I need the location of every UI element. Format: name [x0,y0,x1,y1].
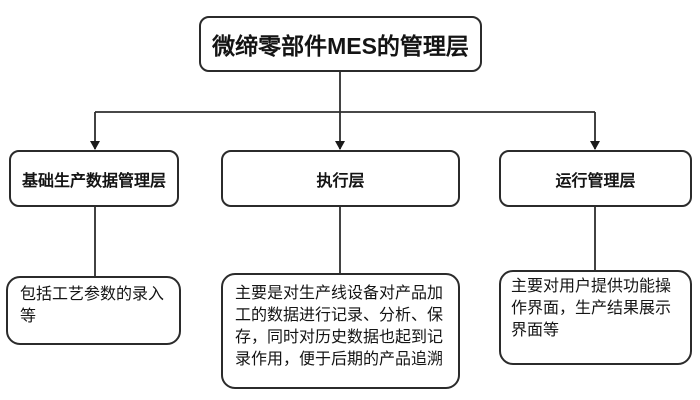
node-root-label: 微缔零部件MES的管理层 [212,33,469,59]
node-execution-layer-label: 执行层 [316,172,365,190]
node-execution-layer: 执行层 [221,150,460,207]
node-basic-data-layer-label: 基础生产数据管理层 [21,172,166,190]
arrow-down-icon [335,141,345,150]
desc-operation-layer-text: 主要对用户提供功能操作界面，生产结果展示界面等 [511,278,672,339]
node-operation-layer-label: 运行管理层 [555,172,636,190]
node-basic-data-layer: 基础生产数据管理层 [9,150,179,207]
node-operation-layer: 运行管理层 [499,150,692,207]
desc-basic-data-layer: 包括工艺参数的录入等 [6,276,181,345]
desc-operation-layer: 主要对用户提供功能操作界面，生产结果展示界面等 [499,270,692,365]
arrow-down-icon [90,141,100,150]
desc-execution-layer: 主要是对生产线设备对产品加工的数据进行记录、分析、保存，同时对历史数据也起到记录… [221,273,460,389]
arrow-down-icon [590,141,600,150]
desc-execution-layer-text: 主要是对生产线设备对产品加工的数据进行记录、分析、保存，同时对历史数据也起到记录… [235,285,444,368]
desc-basic-data-layer-text: 包括工艺参数的录入等 [20,286,165,325]
node-root: 微缔零部件MES的管理层 [199,16,482,72]
